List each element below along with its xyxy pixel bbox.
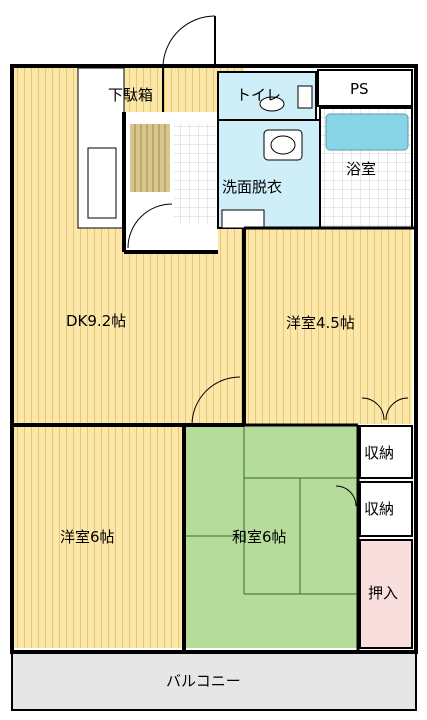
washer-pan [221, 209, 265, 229]
entry-door-swing [127, 203, 173, 249]
front-door-swing [162, 15, 216, 67]
label-geta-bako: 下駄箱 [108, 86, 153, 104]
closet-door-a [361, 397, 385, 421]
label-balcony: バルコニー [166, 672, 241, 690]
basin-bowl [270, 135, 296, 155]
entry-shelf [87, 147, 117, 219]
label-western-6: 洋室6帖 [60, 528, 115, 546]
closet-door-b [385, 397, 409, 421]
toilet-bowl [259, 96, 285, 112]
stair-treads-2 [174, 124, 216, 224]
label-storage-2: 収納 [364, 500, 394, 518]
storage-2 [359, 481, 413, 537]
western-6-floor [14, 425, 184, 648]
label-bath: 浴室 [346, 160, 376, 178]
closet-floor [359, 539, 413, 649]
storage-1 [359, 425, 413, 479]
dk-door-swing [191, 376, 241, 426]
ps-box [317, 69, 413, 107]
label-closet: 押入 [368, 584, 398, 602]
label-dk: DK9.2帖 [66, 312, 126, 330]
balcony-area [11, 651, 417, 711]
stair-treads [130, 124, 170, 192]
label-washroom: 洗面脱衣 [222, 178, 282, 196]
label-storage-1: 収納 [364, 444, 394, 462]
label-japanese-6: 和室6帖 [232, 528, 287, 546]
western-small-floor [244, 228, 412, 424]
storage-door-a [335, 485, 357, 507]
label-ps: PS [350, 80, 369, 98]
toilet-tank [297, 85, 313, 109]
label-toilet: トイレ [236, 86, 281, 104]
label-western-small: 洋室4.5帖 [286, 314, 355, 332]
tatami-lines [186, 426, 358, 595]
bathtub [325, 113, 409, 151]
tatami-room [186, 426, 358, 648]
